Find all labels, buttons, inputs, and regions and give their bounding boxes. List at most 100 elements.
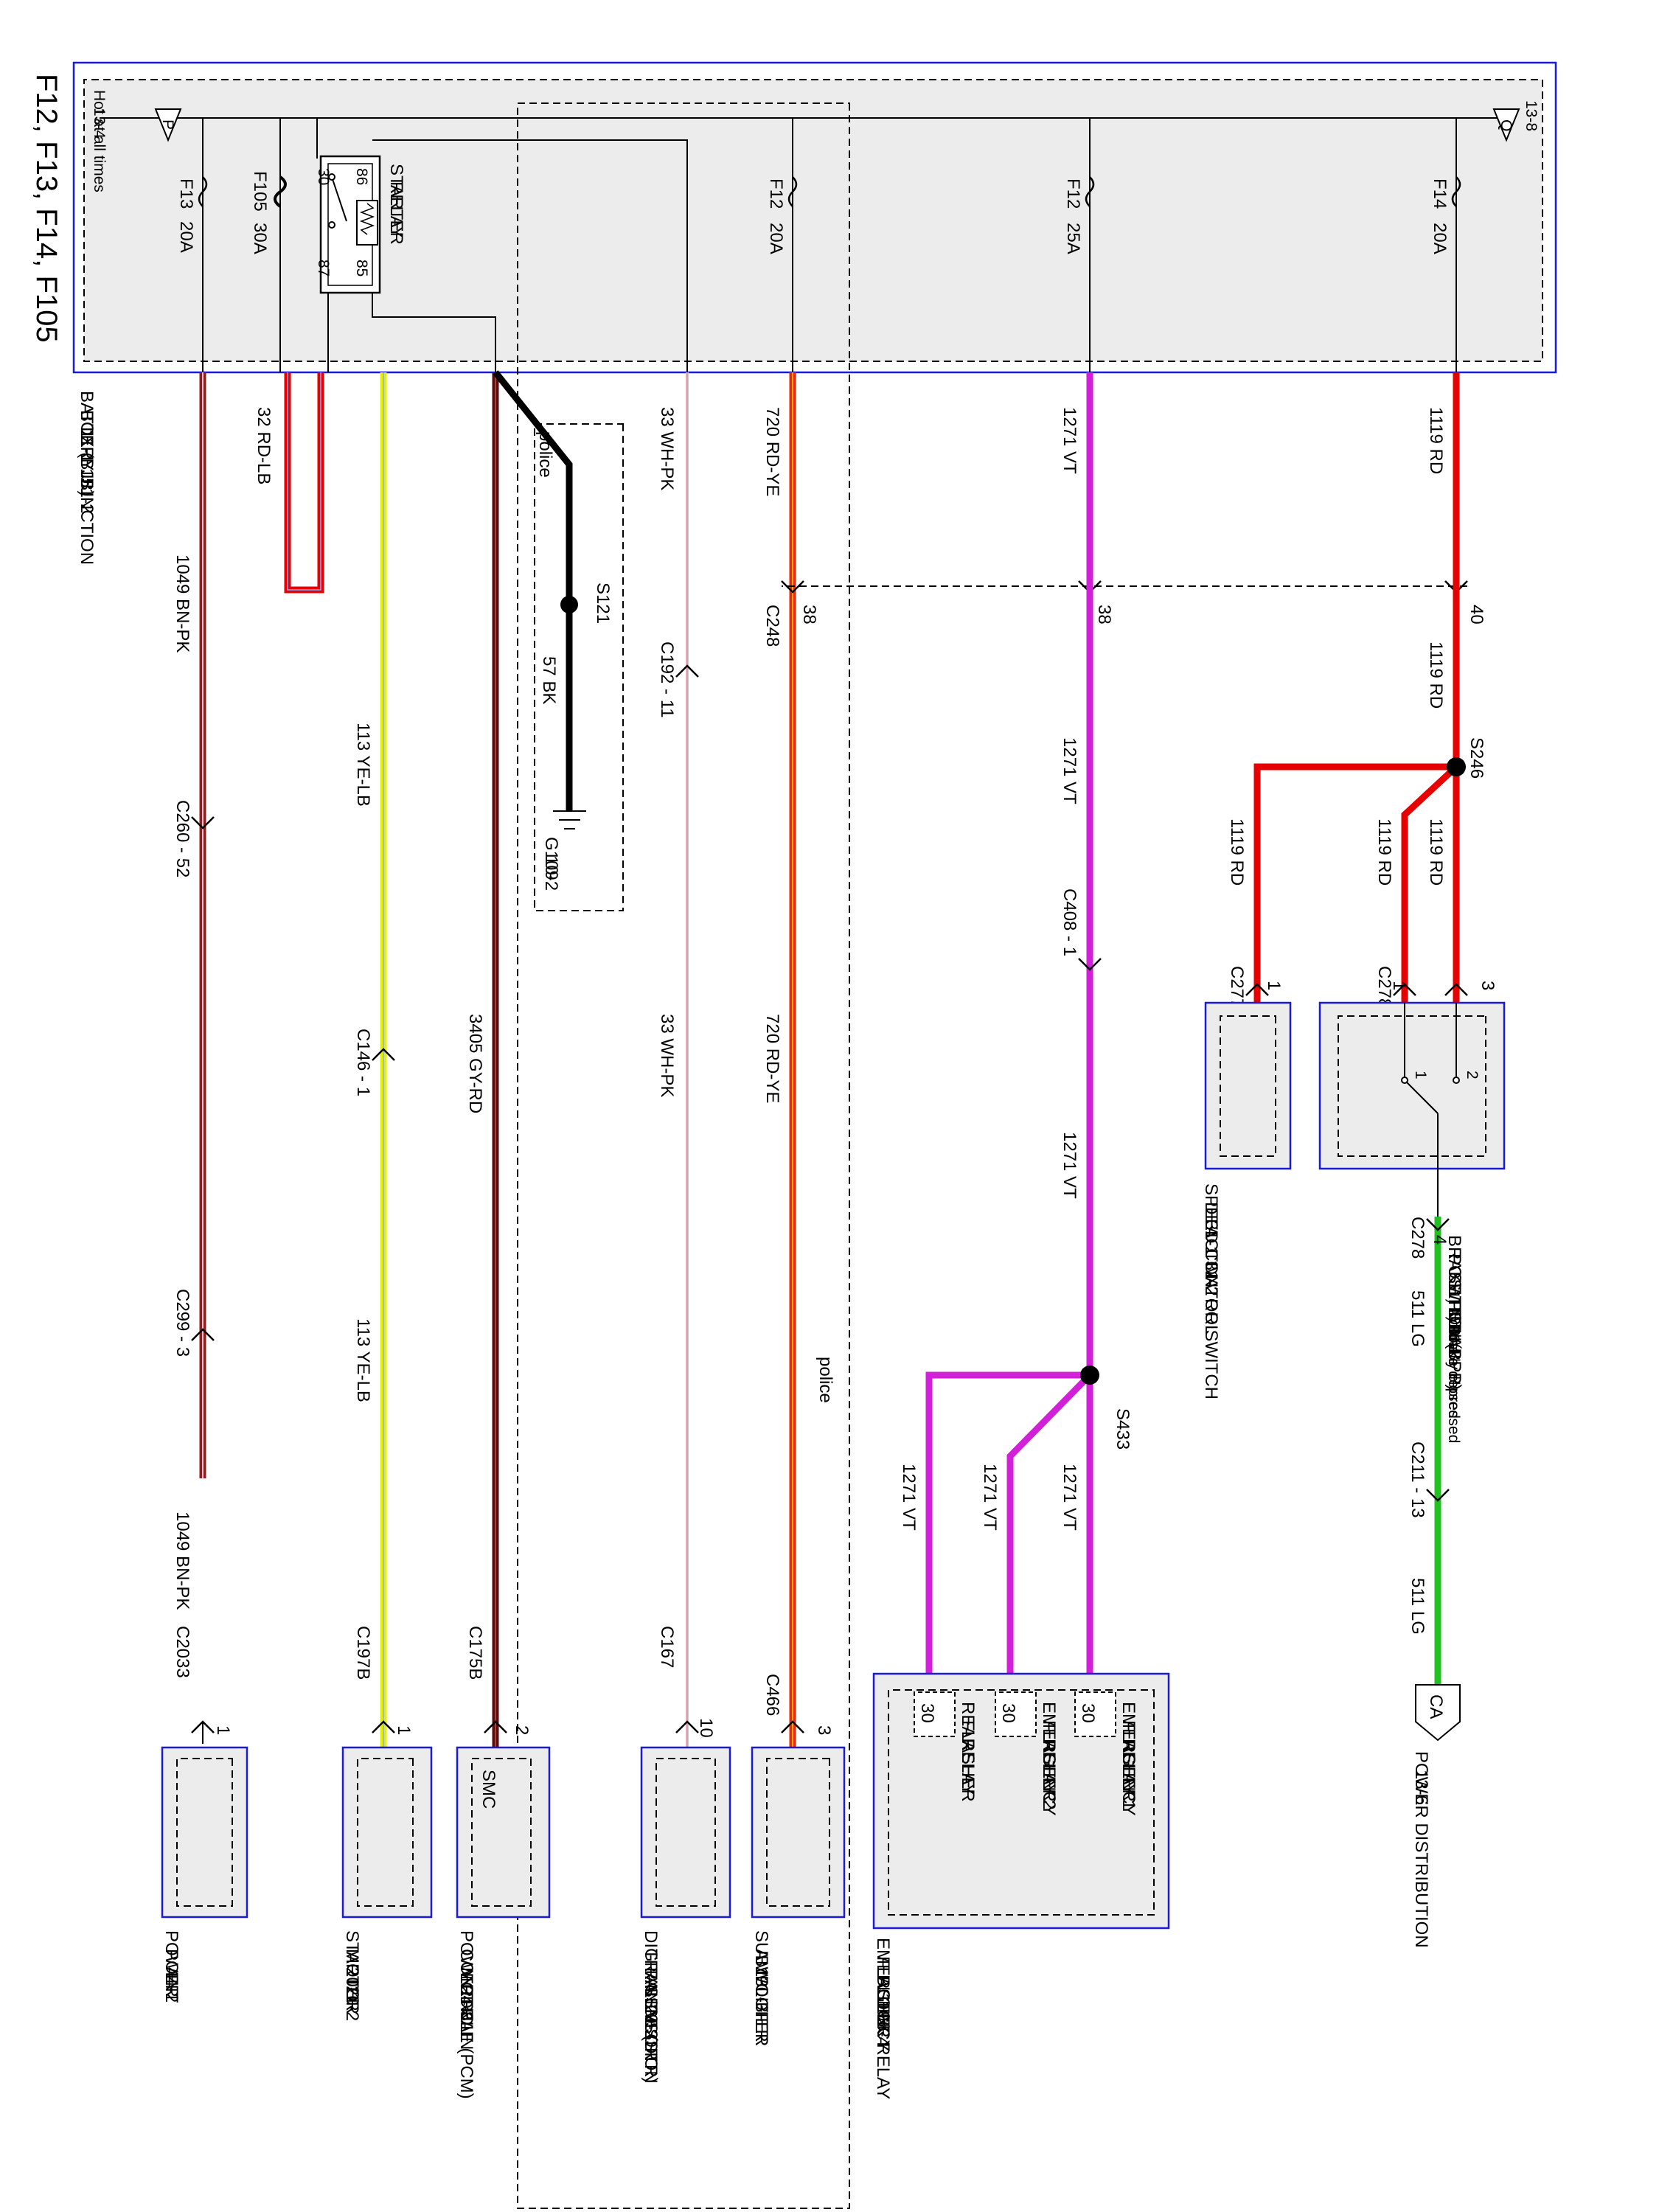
connector-icon	[1426, 1489, 1450, 1502]
svg-text:10-2: 10-2	[541, 855, 561, 891]
svg-text:AMPLIFIER: AMPLIFIER	[751, 1949, 771, 2042]
svg-text:SUBWOOFER: SUBWOOFER	[751, 1930, 771, 2046]
connector-icon	[781, 580, 804, 594]
svg-text:1049 BN-PK: 1049 BN-PK	[173, 554, 192, 653]
speed-control-deactivator-switch: 1 SPEED CONTROL DEACTIVATOR SWITCH 31-1 …	[1201, 981, 1292, 1399]
svg-text:C299 - 3: C299 - 3	[173, 1289, 192, 1357]
connector-icon	[191, 1328, 215, 1341]
fuse-icon	[787, 176, 798, 207]
svg-text:1119 RD: 1119 RD	[1426, 818, 1446, 886]
fuse-icon	[1451, 176, 1461, 207]
svg-text:11-5: 11-5	[873, 1993, 893, 2027]
police-region-box	[517, 102, 850, 2209]
svg-text:20A: 20A	[766, 223, 786, 254]
wire-1271-branch-a	[925, 1371, 1090, 1674]
svg-text:C211 - 13: C211 - 13	[1408, 1441, 1427, 1518]
connector-icon	[372, 1048, 395, 1061]
fuse-f13: F13 20A	[176, 118, 208, 372]
svg-text:C466: C466	[762, 1674, 782, 1716]
svg-text:POWER DISTRIBUTION: POWER DISTRIBUTION	[1411, 1751, 1431, 1948]
switch-contact-icon	[1404, 1079, 1439, 1114]
svg-text:C248: C248	[762, 605, 782, 647]
svg-text:REAR: REAR	[958, 1702, 978, 1751]
svg-text:44-2: 44-2	[161, 1967, 181, 2003]
svg-text:C278: C278	[1374, 966, 1394, 1008]
svg-text:C197B: C197B	[353, 1626, 373, 1680]
svg-text:1: 1	[213, 1725, 233, 1735]
splice-s246	[1447, 757, 1466, 776]
bjb-inner-box	[83, 79, 1543, 362]
svg-text:G109: G109	[541, 837, 561, 880]
svg-text:30: 30	[315, 168, 332, 185]
svg-text:S246: S246	[1467, 737, 1486, 779]
svg-text:1119 RD: 1119 RD	[1426, 407, 1446, 474]
svg-text:DIGITAL: DIGITAL	[641, 1930, 661, 1998]
svg-text:BRAKE PEDAL: BRAKE PEDAL	[1444, 1235, 1464, 1358]
emergency-flasher-relay-1: 30 EMERGENCY FLASHER RELAY 1	[1074, 1691, 1138, 1816]
hot-at-all-times: Hot at all times	[91, 90, 108, 192]
svg-text:POWER: POWER	[161, 1930, 181, 1997]
svg-text:RELAY 2: RELAY 2	[1039, 1739, 1059, 1810]
svg-text:FLASHER: FLASHER	[1039, 1720, 1059, 1802]
svg-text:20A: 20A	[1430, 223, 1450, 254]
svg-text:FLASHER: FLASHER	[958, 1720, 978, 1802]
svg-text:TRANSMISSION: TRANSMISSION	[641, 1949, 661, 2084]
bjb-ref: 11-1 151-2	[77, 429, 97, 513]
bus-left-ref: 13-8	[1523, 100, 1540, 131]
svg-text:1271 VT: 1271 VT	[1060, 1464, 1079, 1531]
svg-text:F12: F12	[766, 178, 786, 209]
svg-text:720 RD-YE: 720 RD-YE	[762, 407, 782, 496]
svg-text:85: 85	[353, 260, 370, 276]
svg-text:1271 VT: 1271 VT	[980, 1464, 1000, 1531]
svg-text:30: 30	[917, 1703, 937, 1723]
fuse-f12-20a: F12 20A	[766, 118, 798, 372]
bus-source-glyph-p: P	[159, 119, 176, 130]
starter-relay-label-2: RELAY	[386, 181, 406, 238]
bus-source-glyph-q: Q	[1498, 119, 1514, 131]
svg-text:C2033: C2033	[173, 1626, 192, 1678]
svg-text:MOTOR: MOTOR	[342, 1949, 362, 2014]
rear-flasher-relay: 30 REAR FLASHER RELAY	[914, 1691, 978, 1802]
svg-text:2: 2	[512, 1725, 532, 1735]
hot-ref: 13-4	[91, 108, 108, 139]
starter-motor: 1 STARTER MOTOR 20-1 20-2	[341, 1725, 433, 2021]
svg-text:24-8: 24-8	[456, 1986, 476, 2021]
connector-icon	[1078, 958, 1102, 971]
svg-text:C167: C167	[657, 1626, 677, 1668]
svg-text:130-3: 130-3	[751, 1967, 771, 2012]
svg-text:POSITION (BPP): POSITION (BPP)	[1444, 1253, 1464, 1390]
svg-text:1119 RD: 1119 RD	[1426, 641, 1446, 709]
relay-coil-icon	[356, 200, 378, 246]
powertrain-control-module: SMC 2 POWERTRAIN CONTROL MODULE (PCM) 24…	[456, 1725, 551, 2099]
svg-text:EMERGENCY: EMERGENCY	[1119, 1702, 1138, 1816]
svg-text:S121: S121	[593, 582, 613, 624]
fuse-icon	[274, 175, 287, 208]
svg-text:3405 GY-RD: 3405 GY-RD	[465, 1014, 485, 1113]
svg-text:511 LG: 511 LG	[1408, 1578, 1427, 1635]
svg-text:DEACTIVATOR SWITCH: DEACTIVATOR SWITCH	[1201, 1202, 1221, 1399]
svg-text:POINT: POINT	[161, 1949, 181, 2003]
svg-text:CA: CA	[1426, 1694, 1446, 1719]
svg-text:25A: 25A	[1063, 223, 1083, 254]
svg-text:police: police	[815, 1357, 835, 1403]
svg-text:32 RD-LB: 32 RD-LB	[254, 407, 274, 484]
bjb-label-2: BOX (BJB)	[77, 410, 97, 496]
subwoofer-amplifier: 3 SUBWOOFER AMPLIFIER 130-3	[751, 1725, 846, 2046]
svg-text:1049 BN-PK: 1049 BN-PK	[173, 1512, 192, 1610]
brake-pedal-position-switch: 2 1 3 1 4 BRAKE PEDAL POSITION (BPP) SWI…	[1318, 981, 1506, 1443]
svg-text:C278: C278	[1408, 1217, 1427, 1259]
fuse-icon	[198, 176, 208, 207]
svg-text:1119 RD: 1119 RD	[1374, 818, 1394, 886]
svg-text:3: 3	[1478, 981, 1498, 990]
svg-text:C192 - 11: C192 - 11	[657, 641, 677, 718]
svg-text:F105: F105	[250, 171, 270, 212]
relay-contact-icon	[331, 176, 347, 222]
svg-text:31-1 31-2: 31-1 31-2	[1201, 1220, 1221, 1296]
wire-1119-branch-b	[1253, 763, 1456, 1003]
fuse-f105: F105 30A	[250, 118, 287, 372]
fuse-f12-25a: F12 25A	[1063, 118, 1095, 372]
svg-text:1: 1	[394, 1725, 414, 1735]
svg-text:C146 - 1: C146 - 1	[353, 1029, 373, 1096]
svg-text:3: 3	[814, 1725, 834, 1735]
